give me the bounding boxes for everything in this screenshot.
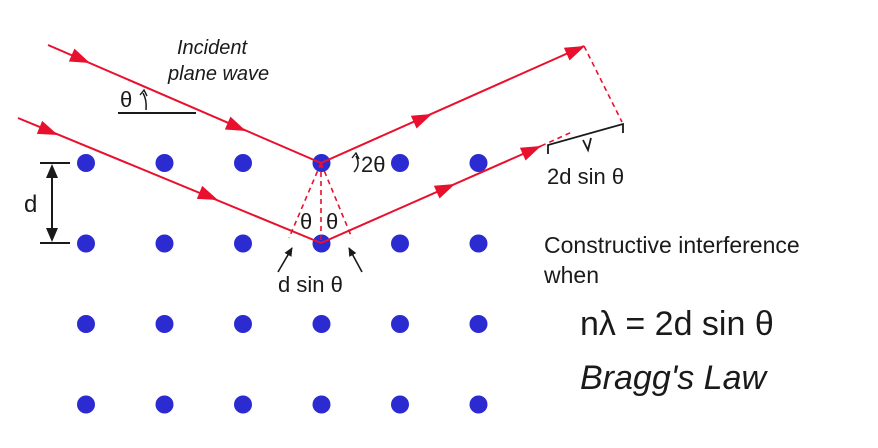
bragg-equation: nλ = 2d sin θ [580,305,774,343]
theta-arc-icon [142,92,147,111]
atom [312,315,331,333]
atom [469,234,488,253]
atom [77,395,95,414]
theta-label: θ [120,87,132,112]
incident-label-line1: Incident [177,37,248,59]
two-d-sin-theta-label: 2d sin θ [547,164,624,189]
d-sin-theta-pointer-right [348,247,363,273]
reflected-ray-extension-dash [540,131,573,147]
atom [234,395,252,414]
d-sin-theta-pointer-left [277,247,293,273]
atom [234,154,252,172]
d-label: d [24,191,37,218]
arrowhead-incident-bottom-2 [196,185,218,200]
atom [391,395,409,414]
path-difference-dash-right [320,162,353,239]
arrowhead-reflected-bottom-2 [519,146,541,161]
atom [469,154,488,172]
arrowhead-reflected-top-1 [410,114,432,129]
reflected-ray-bottom [320,145,542,244]
incident-label-line2: plane wave [167,63,269,85]
two-theta-label: 2θ [361,152,385,177]
atom [155,395,174,414]
atom [77,154,95,172]
wavefront-dash [583,45,623,123]
atom [391,234,409,253]
two-d-sin-theta-bracket [547,122,624,154]
arrowhead-incident-top-2 [224,116,246,131]
atom [469,395,488,414]
atom [469,315,488,333]
bragg-law-title: Bragg's Law [580,359,768,397]
atom [391,154,409,172]
atom [155,315,174,333]
ray-arrowheads [36,46,585,200]
atom [391,315,409,333]
theta-arc-arrow-icon [139,88,148,97]
rays [17,44,623,244]
theta-left-label: θ [300,209,312,234]
atom [77,315,95,333]
atom [312,395,331,414]
theta-right-label: θ [326,209,338,234]
incident-ray-bottom [17,117,322,244]
arrowhead-reflected-bottom-1 [433,184,455,199]
d-dimension-marker [40,162,70,244]
atom [77,234,95,253]
arrowhead-incident-bottom-1 [36,120,58,135]
two-d-sin-theta-bracket-notch [582,137,592,153]
constructive-text-line2: when [543,262,599,288]
atom [234,234,252,253]
arrowhead-incident-top-1 [68,48,90,63]
atom [155,154,174,172]
arrowhead-reflected-top-2 [563,46,585,61]
incident-ray-top [47,44,322,164]
reflected-ray-top [320,45,585,164]
path-difference-dash-left [288,162,322,239]
atom [234,315,252,333]
constructive-text-line1: Constructive interference [544,232,800,258]
two-theta-arc-arrow-icon [351,151,360,160]
two-theta-arc-icon [353,155,359,173]
d-sin-theta-label: d sin θ [278,272,343,297]
atom [155,234,174,253]
